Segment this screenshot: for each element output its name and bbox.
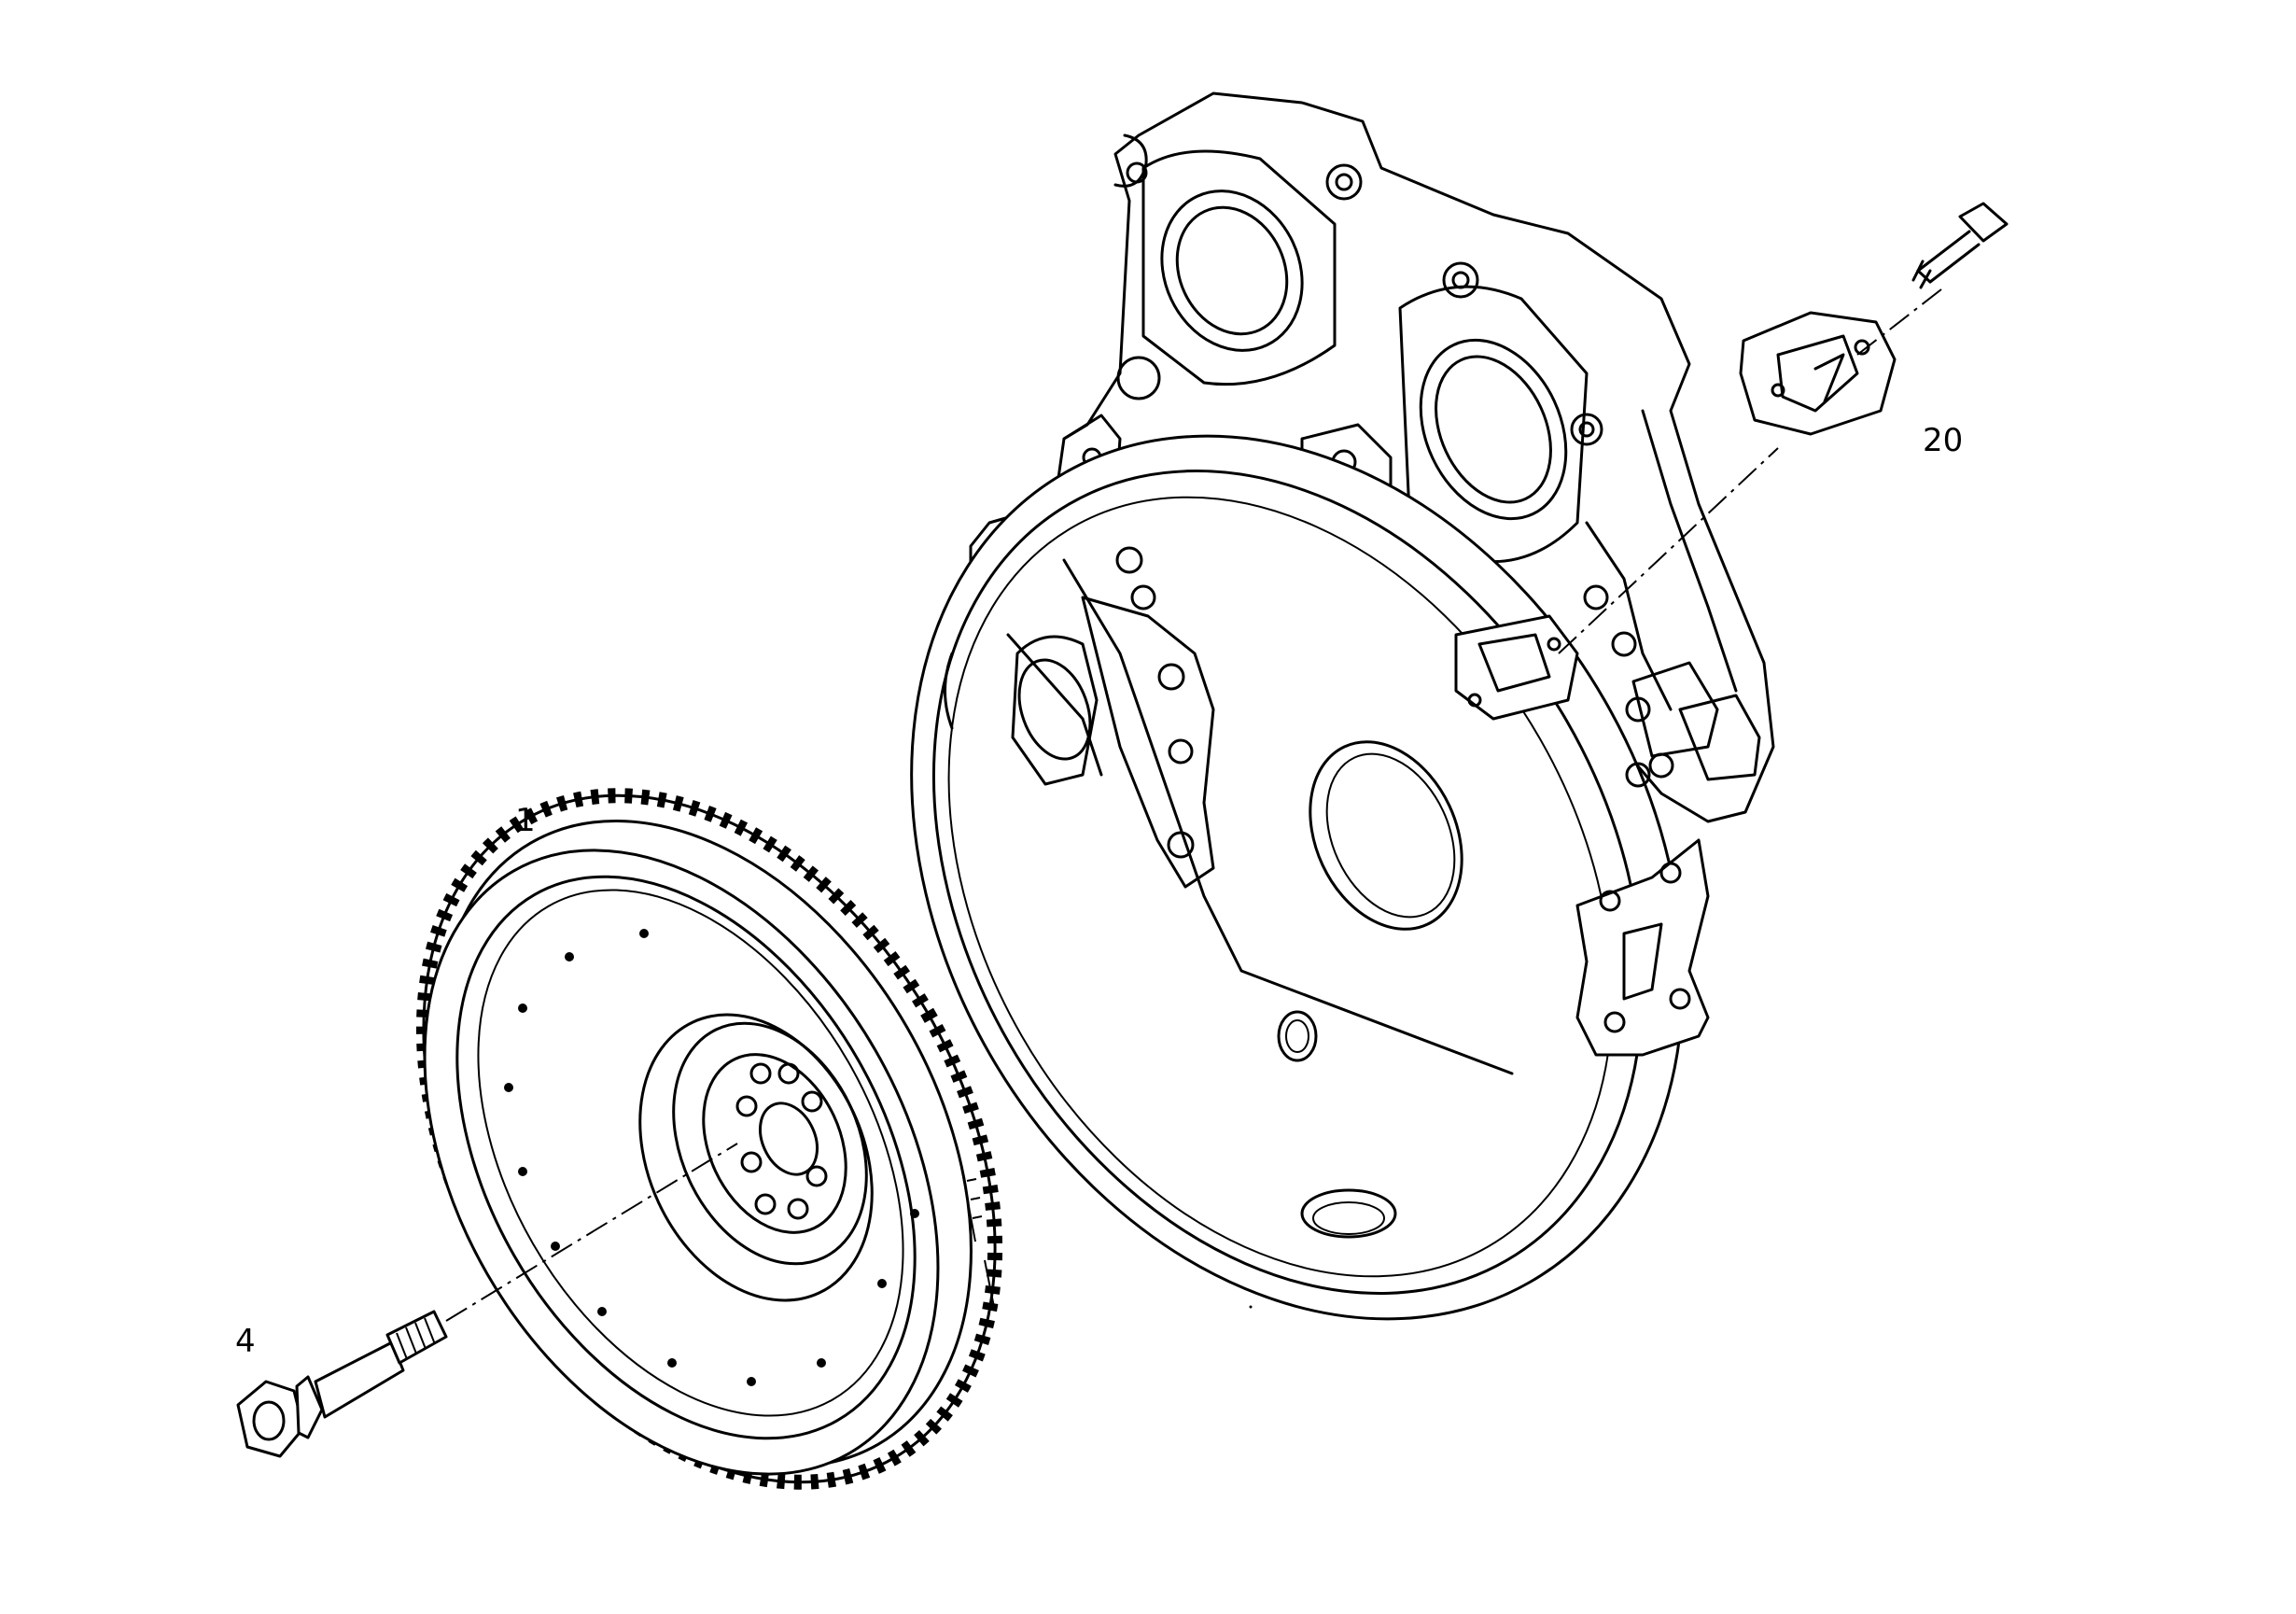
callout-part-20: 20 bbox=[1923, 422, 1964, 459]
bolt-part-20 bbox=[1911, 202, 2009, 289]
flywheel-part-1 bbox=[415, 788, 1003, 1490]
flywheel-bolt-circle bbox=[504, 929, 919, 1386]
cover-plate-part-20 bbox=[1739, 311, 1897, 436]
flywheel-bolt-part-4 bbox=[236, 1310, 448, 1458]
callout-part-4: 4 bbox=[235, 1323, 256, 1360]
callout-part-1: 1 bbox=[515, 802, 536, 839]
centerline-bolt-4 bbox=[445, 1143, 738, 1322]
inspection-cover-seat bbox=[1454, 614, 1579, 721]
centerline-bolt-20 bbox=[1558, 288, 1942, 654]
hub-bolt-holes bbox=[735, 1062, 828, 1220]
